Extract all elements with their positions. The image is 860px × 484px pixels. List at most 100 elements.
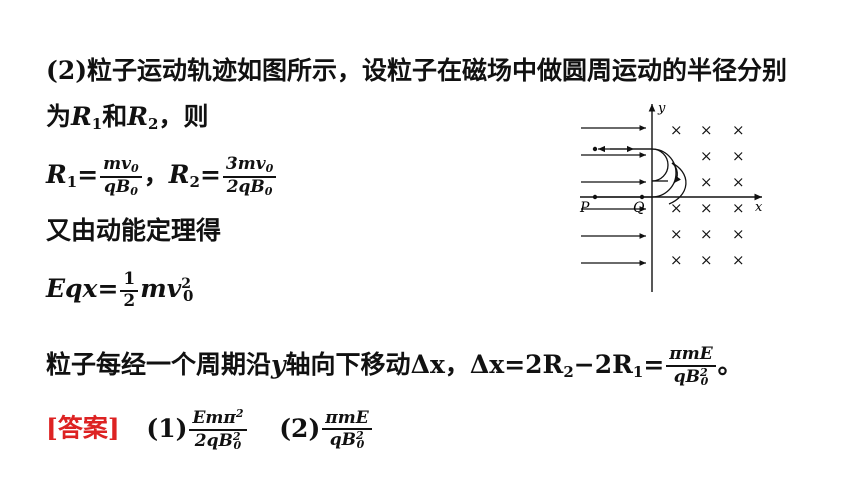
line6-mid: 轴向下移动	[285, 350, 411, 380]
x-axis-label: x	[755, 200, 763, 215]
subscript: 1	[91, 115, 103, 133]
field-cross: ×	[732, 121, 745, 139]
subscript: 0	[265, 162, 274, 175]
line2-and: 和	[102, 102, 128, 131]
delta-x: Δx	[469, 350, 505, 380]
num-text: mv	[103, 154, 132, 174]
fraction-numerator: mv0	[100, 154, 142, 178]
den-text: 2qB	[226, 176, 265, 197]
den-text: qB	[329, 430, 356, 451]
fraction-denominator: 2qB20	[189, 429, 246, 453]
fraction-denominator: qB20	[322, 429, 371, 452]
den-text: 2qB	[194, 430, 233, 451]
subscript: 0	[356, 438, 365, 452]
field-cross: ×	[670, 225, 683, 243]
electric-field-lines	[581, 125, 646, 266]
equals: =	[77, 160, 99, 190]
field-cross: ×	[670, 251, 683, 269]
answer-tag: [答案]	[46, 413, 120, 443]
subscript: 1	[632, 363, 644, 382]
superscript: 2	[181, 276, 191, 293]
r-symbol: R	[127, 102, 149, 131]
text-line-1: (2)粒子运动轨迹如图所示，设粒子在磁场中做圆周运动的半径分别	[46, 58, 787, 83]
fraction-numerator: Emπ2	[189, 407, 247, 431]
expr-minus-2r: −2R	[573, 350, 633, 380]
fraction-numerator: 1	[120, 269, 139, 292]
field-cross: ×	[670, 199, 683, 217]
fraction-numerator: πmE	[322, 408, 372, 431]
text-line-2: 为R1和R2，则	[46, 104, 208, 132]
field-cross: ×	[700, 199, 713, 217]
field-cross: ×	[732, 225, 745, 243]
superscript: 2	[699, 365, 708, 379]
trajectory	[595, 145, 687, 205]
den-text: qB	[673, 366, 700, 387]
fraction-denominator: 2	[123, 290, 136, 311]
y-symbol: y	[271, 350, 286, 380]
subscript: 2	[189, 173, 200, 192]
expr-2r: =2R	[504, 350, 564, 380]
eqx-term: Eqx	[46, 274, 98, 304]
subscript: 0	[182, 287, 194, 306]
r-symbol: R	[46, 160, 67, 190]
line4-text: 又由动能定理得	[46, 216, 222, 245]
field-cross: ×	[700, 173, 713, 191]
point-q-label: Q	[633, 200, 645, 216]
equals: =	[199, 160, 221, 190]
field-cross: ×	[700, 225, 713, 243]
period: 。	[717, 350, 743, 380]
field-cross: ×	[732, 199, 745, 217]
superscript: 2	[235, 407, 244, 420]
line6-prefix: 粒子每经一个周期沿	[46, 350, 272, 380]
answer-2-label: (2)	[279, 413, 321, 443]
field-cross: ×	[700, 251, 713, 269]
field-cross: ×	[700, 147, 713, 165]
subscript: 0	[264, 184, 273, 198]
line2-prefix: 为	[46, 102, 72, 131]
equals: =	[643, 350, 665, 380]
fraction-numerator: 3mv0	[222, 154, 277, 178]
subscript: 2	[148, 115, 159, 133]
superscript: 2	[232, 429, 241, 443]
line1-text: (2)粒子运动轨迹如图所示，设粒子在磁场中做圆周运动的半径分别	[46, 56, 788, 85]
subscript: 0	[131, 162, 139, 175]
fraction-denominator: qB0	[100, 176, 142, 199]
trajectory-path	[642, 148, 677, 198]
subscript: 2	[563, 363, 574, 382]
subscript: 1	[66, 173, 78, 192]
trajectory-point	[592, 146, 598, 152]
comma: ，	[444, 350, 470, 380]
num-text: 3mv	[225, 154, 266, 174]
field-cross: ×	[732, 173, 745, 191]
field-cross: ×	[732, 251, 745, 269]
answer-1-label: (1)	[146, 413, 188, 443]
field-cross: ×	[732, 147, 745, 165]
equals: =	[97, 274, 119, 304]
subscript: 0	[700, 374, 709, 388]
subscript: 0	[130, 184, 138, 198]
r-symbol: R	[168, 160, 190, 190]
fraction-numerator: πmE	[666, 344, 716, 367]
den-text: qB	[103, 176, 131, 197]
field-cross: ×	[670, 121, 683, 139]
field-cross: ×	[700, 121, 713, 139]
r-symbol: R	[71, 102, 92, 131]
trajectory-path	[668, 162, 687, 205]
text-line-4: 又由动能定理得	[46, 218, 221, 243]
line2-suffix: ，则	[158, 102, 209, 131]
fraction-denominator: 2qB0	[223, 176, 276, 199]
y-axis-label: y	[657, 101, 666, 116]
trajectory-diagram: y x P Q × × × × × × × × × × × × × × × ×	[579, 101, 763, 292]
fraction-denominator: qB20	[666, 365, 715, 389]
magnetic-field: × × × × × × × × × × × × × × × ×	[670, 121, 745, 269]
